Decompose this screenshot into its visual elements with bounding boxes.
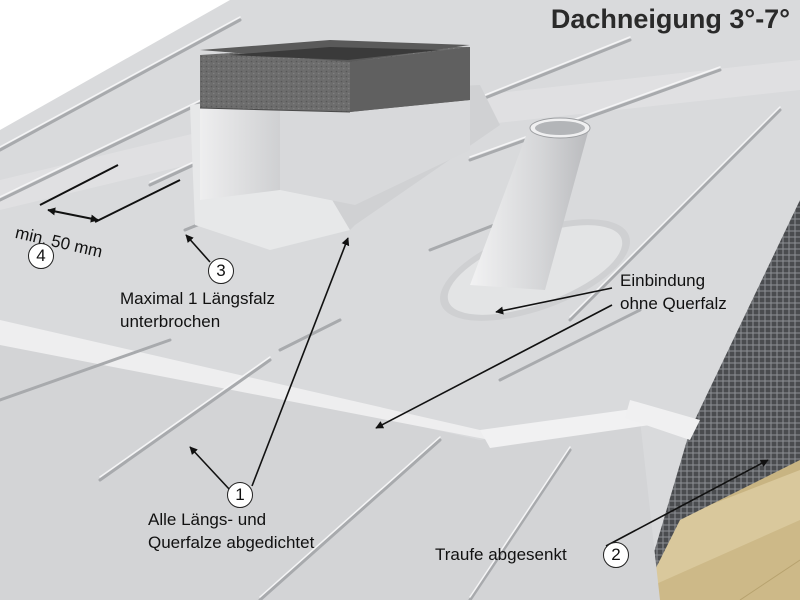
callout-3-line-1: Maximal 1 Längsfalz bbox=[120, 289, 275, 308]
dimension-marker bbox=[39, 164, 181, 223]
page-title: Dachneigung 3°-7° bbox=[550, 4, 790, 34]
callout-number-3: 3 bbox=[208, 258, 234, 284]
einbindung-line-1: Einbindung bbox=[620, 271, 706, 290]
callout-2: Traufe abgesenkt bbox=[435, 545, 567, 564]
callout-number-4: 4 bbox=[28, 243, 54, 269]
callout-3-line-2: unterbrochen bbox=[120, 312, 221, 331]
leader-arrows bbox=[185, 234, 769, 547]
callout-number-2: 2 bbox=[603, 542, 629, 568]
eave-edge bbox=[625, 400, 700, 440]
callout-1-line-2: Querfalze abgedichtet bbox=[148, 533, 315, 552]
einbindung-line-2: ohne Querfalz bbox=[620, 294, 727, 313]
callout-1-line-1: Alle Längs- und bbox=[148, 510, 267, 529]
chimney bbox=[190, 40, 500, 250]
pipe-vent bbox=[440, 117, 630, 321]
callout-number-1: 1 bbox=[227, 482, 253, 508]
